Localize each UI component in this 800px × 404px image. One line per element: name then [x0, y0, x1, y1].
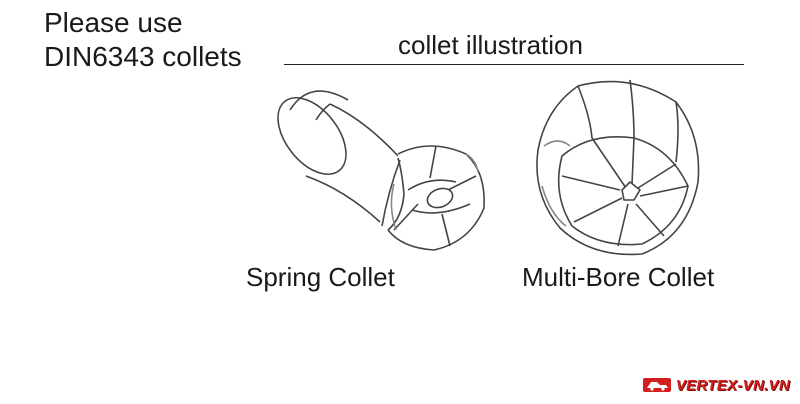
- multi-bore-collet-caption: Multi-Bore Collet: [522, 262, 715, 292]
- heading-underline: [284, 64, 744, 65]
- instruction-note: Please use DIN6343 collets: [44, 6, 242, 74]
- watermark-text: VERTEX-VN.VN: [675, 376, 790, 394]
- illustration-heading: collet illustration: [398, 30, 583, 60]
- instruction-line-2: DIN6343 collets: [44, 41, 242, 72]
- spring-collet-icon: [277, 90, 485, 251]
- instruction-line-1: Please use: [44, 7, 183, 38]
- spring-collet-caption: Spring Collet: [246, 262, 395, 292]
- watermark: VERTEX-VN.VN: [642, 376, 790, 394]
- machine-logo-icon: [642, 378, 671, 392]
- multi-bore-collet-icon: [536, 79, 700, 256]
